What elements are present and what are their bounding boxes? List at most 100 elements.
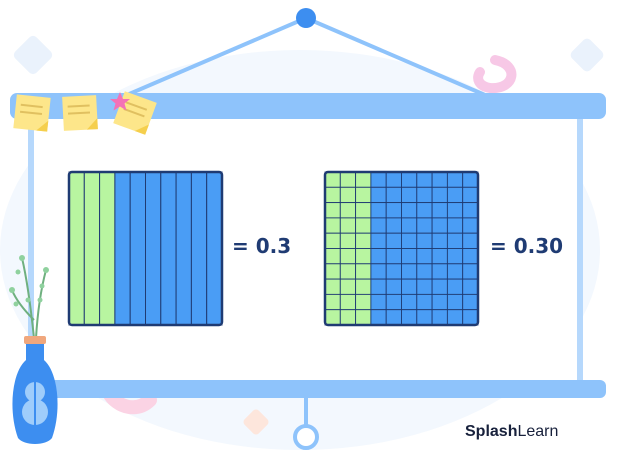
unshaded-square <box>401 232 418 249</box>
shaded-square <box>355 171 372 188</box>
bottom-ring <box>293 424 319 450</box>
unshaded-square <box>370 232 387 249</box>
shaded-square <box>324 171 341 188</box>
unshaded-square <box>416 293 433 311</box>
unshaded-square <box>462 278 479 295</box>
shaded-strip <box>83 171 101 326</box>
shaded-square <box>339 171 357 188</box>
shaded-square <box>324 293 341 311</box>
unshaded-strip <box>129 171 146 326</box>
unshaded-square <box>416 263 433 280</box>
shaded-square <box>355 202 372 219</box>
shaded-square <box>339 293 357 311</box>
frame-side-left <box>28 110 34 388</box>
unshaded-square <box>416 278 433 295</box>
unshaded-square <box>431 232 448 249</box>
shaded-square <box>339 263 357 280</box>
unshaded-square <box>431 248 448 265</box>
sticky-note-icon <box>62 95 98 131</box>
hanger-icon <box>296 8 316 28</box>
grid-border <box>67 170 224 327</box>
shaded-square <box>339 278 357 295</box>
unshaded-square <box>370 186 387 204</box>
unshaded-square <box>385 248 402 265</box>
shaded-square <box>324 217 341 234</box>
unshaded-square <box>370 293 387 311</box>
tenths-grid <box>67 170 224 327</box>
shaded-square <box>355 293 372 311</box>
unshaded-square <box>431 293 448 311</box>
unshaded-strip <box>145 171 162 326</box>
frame-top-bar <box>10 93 606 119</box>
shaded-strip <box>68 171 85 326</box>
unshaded-square <box>416 217 433 234</box>
diamond-decoration <box>13 35 53 75</box>
star-icon <box>110 92 130 111</box>
shaded-square <box>324 232 341 249</box>
unshaded-square <box>370 171 387 188</box>
unshaded-square <box>462 217 479 234</box>
unshaded-square <box>462 309 479 326</box>
hanger-string <box>119 16 307 100</box>
unshaded-square <box>431 186 448 204</box>
unshaded-square <box>401 171 418 188</box>
unshaded-square <box>385 217 402 234</box>
shaded-square <box>355 186 372 204</box>
shaded-square <box>355 278 372 295</box>
grid-border <box>323 170 480 327</box>
unshaded-square <box>446 217 464 234</box>
diamond-decoration <box>570 38 604 72</box>
shaded-square <box>324 202 341 219</box>
unshaded-square <box>401 293 418 311</box>
unshaded-square <box>416 171 433 188</box>
unshaded-square <box>401 309 418 326</box>
shaded-square <box>339 232 357 249</box>
unshaded-strip <box>206 171 223 326</box>
shaded-square <box>355 217 372 234</box>
unshaded-square <box>385 278 402 295</box>
shaded-square <box>324 186 341 204</box>
unshaded-square <box>370 217 387 234</box>
shaded-square <box>324 278 341 295</box>
brand-logo-part1: Splash <box>465 423 518 440</box>
unshaded-square <box>416 232 433 249</box>
hundredths-grid <box>323 170 480 327</box>
unshaded-square <box>385 309 402 326</box>
unshaded-square <box>446 232 464 249</box>
unshaded-square <box>446 293 464 311</box>
unshaded-square <box>385 232 402 249</box>
unshaded-square <box>446 202 464 219</box>
unshaded-square <box>462 186 479 204</box>
unshaded-strip <box>190 171 208 326</box>
unshaded-square <box>446 278 464 295</box>
unshaded-square <box>370 263 387 280</box>
sticky-note-icon <box>13 94 51 132</box>
unshaded-square <box>431 263 448 280</box>
diamond-decoration <box>243 409 269 435</box>
shaded-square <box>355 263 372 280</box>
unshaded-square <box>385 186 402 204</box>
unshaded-square <box>370 202 387 219</box>
frame-side-right <box>577 110 583 388</box>
unshaded-square <box>401 186 418 204</box>
unshaded-square <box>431 217 448 234</box>
unshaded-square <box>416 248 433 265</box>
unshaded-square <box>462 232 479 249</box>
unshaded-square <box>431 171 448 188</box>
unshaded-square <box>401 278 418 295</box>
unshaded-square <box>446 186 464 204</box>
unshaded-square <box>370 309 387 326</box>
unshaded-square <box>401 217 418 234</box>
unshaded-square <box>446 171 464 188</box>
shaded-square <box>339 309 357 326</box>
unshaded-square <box>416 202 433 219</box>
unshaded-square <box>431 309 448 326</box>
shaded-square <box>324 248 341 265</box>
unshaded-strip <box>114 171 131 326</box>
shaded-square <box>339 248 357 265</box>
unshaded-strip <box>160 171 177 326</box>
unshaded-square <box>385 293 402 311</box>
unshaded-square <box>462 171 479 188</box>
unshaded-square <box>401 263 418 280</box>
unshaded-square <box>416 186 433 204</box>
